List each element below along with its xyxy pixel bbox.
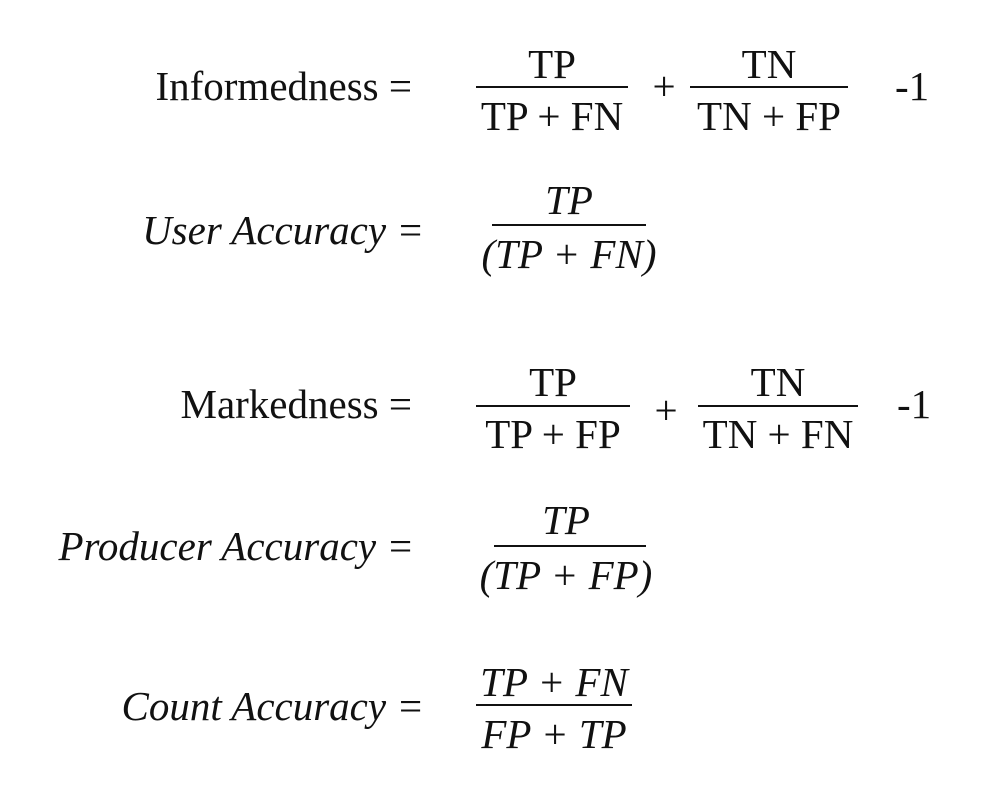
informedness-minus-one: -1: [895, 63, 930, 109]
plus-sign: +: [654, 387, 678, 433]
plus-sign: +: [652, 63, 676, 109]
fraction-bar: [690, 86, 848, 88]
informedness-frac2-denominator: TN + FP: [697, 93, 841, 139]
count-accuracy-numerator: TP + FN: [480, 659, 628, 705]
fraction-bar: [476, 86, 628, 88]
markedness-frac1-denominator: TP + FP: [485, 411, 621, 457]
markedness-frac2-numerator: TN: [750, 359, 806, 405]
count-accuracy-label: Count Accuracy =: [121, 683, 424, 729]
fraction-bar: [492, 224, 646, 226]
fraction-bar: [494, 545, 646, 547]
markedness-label: Markedness =: [180, 381, 413, 427]
informedness-frac1-numerator: TP: [528, 41, 576, 87]
producer-accuracy-label: Producer Accuracy =: [58, 523, 414, 569]
markedness-frac2-denominator: TN + FN: [702, 411, 854, 457]
fraction-bar: [476, 405, 630, 407]
fraction-bar: [698, 405, 858, 407]
count-accuracy-denominator: FP + TP: [481, 711, 627, 757]
user-accuracy-numerator: TP: [545, 177, 593, 223]
user-accuracy-denominator: (TP + FN): [481, 231, 657, 277]
informedness-label: Informedness =: [155, 63, 412, 109]
producer-accuracy-numerator: TP: [542, 497, 590, 543]
producer-accuracy-denominator: (TP + FP): [479, 552, 653, 598]
fraction-bar: [476, 704, 632, 706]
markedness-minus-one: -1: [897, 381, 932, 427]
informedness-frac2-numerator: TN: [741, 41, 797, 87]
informedness-frac1-denominator: TP + FN: [480, 93, 624, 139]
markedness-frac1-numerator: TP: [529, 359, 577, 405]
user-accuracy-label: User Accuracy =: [142, 207, 424, 253]
